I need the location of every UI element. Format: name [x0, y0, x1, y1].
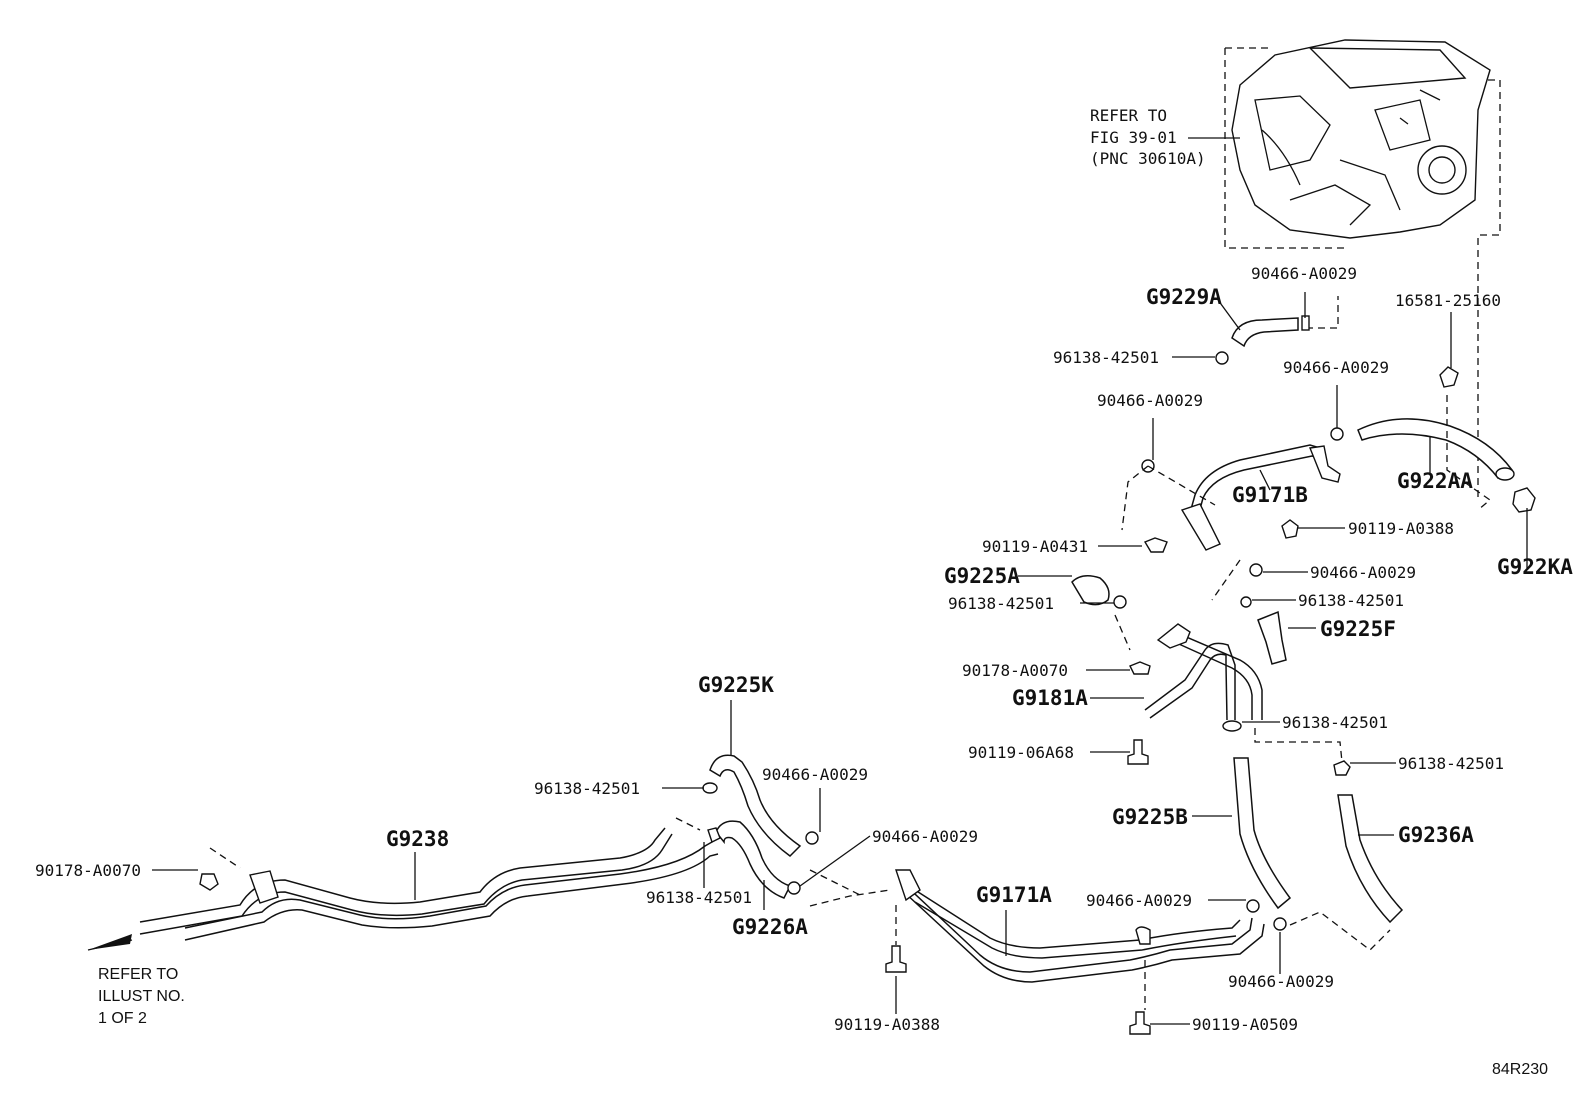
- nut-icon: [199, 873, 219, 891]
- label-90466-a0029: 90466-A0029: [762, 765, 868, 784]
- label-g9225f: G9225F: [1320, 617, 1396, 641]
- clamp-icon: [1273, 917, 1287, 931]
- label-90119-a0431: 90119-A0431: [982, 537, 1088, 556]
- nut-icon: [1129, 661, 1151, 675]
- pipe-g9171a[interactable]: [895, 869, 1265, 983]
- label-g9226a: G9226A: [732, 915, 808, 939]
- hose-g9225k[interactable]: [709, 754, 802, 857]
- part-labels: 90466-A0029 G9229A 16581-25160 96138-425…: [35, 264, 1573, 1034]
- label-g9225b: G9225B: [1112, 805, 1188, 829]
- label-96138-42501: 96138-42501: [1298, 591, 1404, 610]
- clamp-icon: [702, 782, 718, 794]
- label-16581-25160: 16581-25160: [1395, 291, 1501, 310]
- label-g9181a: G9181A: [1012, 686, 1088, 710]
- pipe-g9171b[interactable]: [1180, 444, 1341, 551]
- arrow-left-icon: [88, 934, 132, 950]
- label-g9171a: G9171A: [976, 883, 1052, 907]
- label-g922ka: G922KA: [1497, 555, 1573, 579]
- clamp-icon: [1333, 760, 1351, 776]
- label-g9238: G9238: [386, 827, 449, 851]
- label-90119-a0509: 90119-A0509: [1192, 1015, 1298, 1034]
- ref-line-1: REFER TO: [1090, 106, 1167, 125]
- clamp-icon: [1222, 720, 1242, 732]
- label-g9171b: G9171B: [1232, 483, 1308, 507]
- hose-g922aa[interactable]: [1357, 366, 1515, 511]
- hose-g9225b[interactable]: [1233, 728, 1343, 910]
- label-90466-a0029: 90466-A0029: [872, 827, 978, 846]
- label-90466-a0029: 90466-A0029: [1228, 972, 1334, 991]
- hose-g9225f[interactable]: [1257, 610, 1287, 665]
- illustration-reference: REFER TO ILLUST NO. 1 OF 2: [87, 934, 185, 1027]
- hose-g9226a[interactable]: [715, 820, 891, 907]
- ref-illust-line-1: REFER TO: [98, 966, 178, 983]
- clamp-icon: [1330, 427, 1344, 441]
- pipe-g9238[interactable]: [139, 827, 719, 941]
- bolt-icon: [1281, 519, 1299, 539]
- label-96138-42501: 96138-42501: [1053, 348, 1159, 367]
- clamp-icon: [707, 827, 721, 843]
- ref-line-2: FIG 39-01: [1090, 128, 1177, 147]
- pipe-g9181a[interactable]: [1144, 623, 1263, 721]
- figure-reference: REFER TO FIG 39-01 (PNC 30610A): [1090, 106, 1240, 168]
- label-90466-a0029: 90466-A0029: [1310, 563, 1416, 582]
- label-g922aa: G922AA: [1397, 469, 1473, 493]
- label-g9236a: G9236A: [1398, 823, 1474, 847]
- label-96138-42501: 96138-42501: [534, 779, 640, 798]
- hose-g9229a[interactable]: [1231, 296, 1339, 348]
- bolt-icon: [1129, 1011, 1151, 1035]
- label-g9225a: G9225A: [944, 564, 1020, 588]
- clamp-icon: [1240, 596, 1252, 608]
- label-g9225k: G9225K: [698, 673, 774, 697]
- bolt-icon: [885, 945, 907, 973]
- label-90466-a0029: 90466-A0029: [1097, 391, 1203, 410]
- transaxle-assembly[interactable]: [1224, 39, 1501, 500]
- clamp-g922ka[interactable]: [1512, 487, 1536, 513]
- hose-g9236a[interactable]: [1289, 794, 1404, 951]
- ref-line-3: (PNC 30610A): [1090, 149, 1206, 168]
- diagram-id: 84R230: [1492, 1061, 1548, 1078]
- clamp-icon: [1249, 563, 1263, 577]
- label-90466-a0029: 90466-A0029: [1251, 264, 1357, 283]
- label-96138-42501: 96138-42501: [646, 888, 752, 907]
- bolt-icon: [1127, 739, 1149, 765]
- label-90119-06a68: 90119-06A68: [968, 743, 1074, 762]
- clamp-icon: [1215, 351, 1229, 365]
- label-90178-a0070: 90178-A0070: [35, 861, 141, 880]
- leader-lines: [152, 292, 1528, 1025]
- ref-illust-line-3: 1 OF 2: [98, 1010, 147, 1027]
- label-90119-a0388: 90119-A0388: [1348, 519, 1454, 538]
- label-g9229a: G9229A: [1146, 285, 1222, 309]
- label-90466-a0029: 90466-A0029: [1283, 358, 1389, 377]
- clamp-icon: [1113, 595, 1127, 609]
- clamp-icon: [787, 881, 801, 895]
- label-96138-42501: 96138-42501: [1282, 713, 1388, 732]
- clamp-icon: [1246, 899, 1260, 913]
- hose-g9225a[interactable]: [1071, 575, 1110, 606]
- ref-illust-line-2: ILLUST NO.: [98, 988, 185, 1005]
- label-96138-42501: 96138-42501: [948, 594, 1054, 613]
- label-90178-a0070: 90178-A0070: [962, 661, 1068, 680]
- label-90466-a0029: 90466-A0029: [1086, 891, 1192, 910]
- label-90119-a0388: 90119-A0388: [834, 1015, 940, 1034]
- label-96138-42501: 96138-42501: [1398, 754, 1504, 773]
- fasteners[interactable]: [199, 351, 1351, 1035]
- clamp-icon: [805, 831, 819, 845]
- bolt-icon: [1143, 537, 1168, 553]
